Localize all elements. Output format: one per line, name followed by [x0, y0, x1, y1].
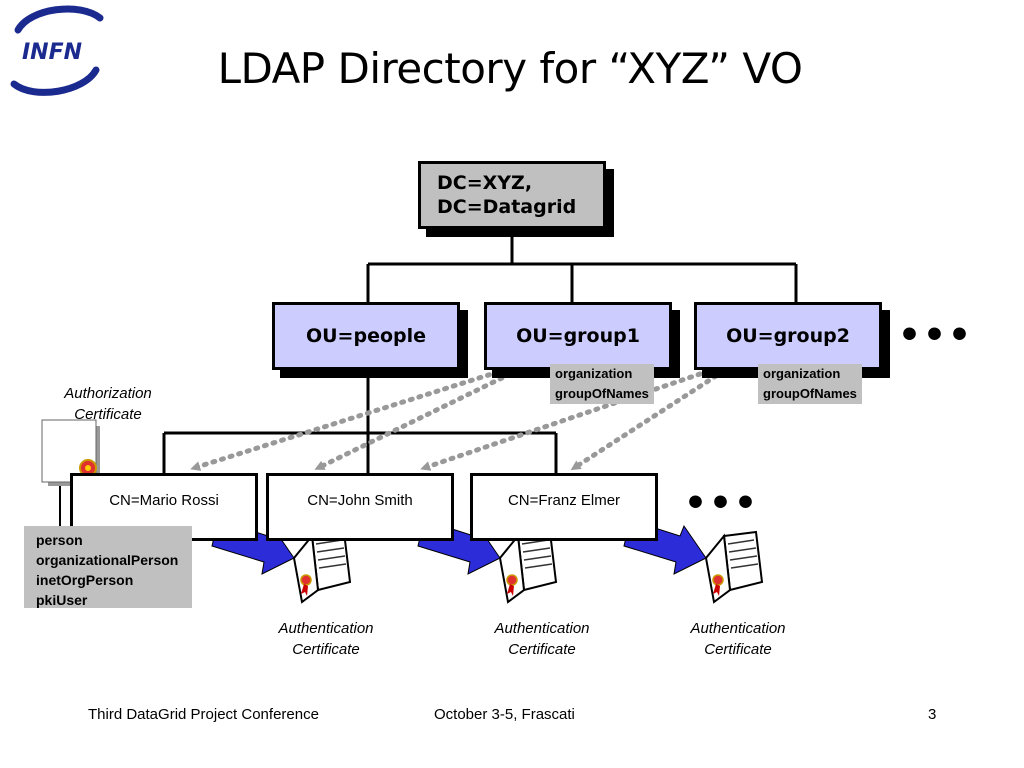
authentication-caption-2: Authentication Certificate — [478, 618, 606, 660]
ou-group2-node: OU=group2 — [694, 302, 882, 370]
authorization-caption-line: Authorization — [64, 385, 152, 402]
ou-people-node: OU=people — [272, 302, 460, 370]
person-objectclass: pkiUser — [36, 592, 88, 608]
authentication-caption-1: Authentication Certificate — [262, 618, 390, 660]
authorization-caption-line: Certificate — [74, 406, 142, 423]
group1-objectclass: groupOfNames — [555, 386, 649, 401]
authentication-caption-line: Certificate — [508, 641, 576, 658]
group2-to-john-arrow — [420, 371, 703, 471]
group1-objectclasses: organization groupOfNames — [550, 364, 654, 404]
group2-objectclasses: organization groupOfNames — [758, 364, 862, 404]
cn-franz-elmer-node: CN=Franz Elmer — [470, 473, 658, 541]
authentication-certificate-icon-2 — [498, 530, 558, 604]
cn-mario-rossi-label: CN=Mario Rossi — [109, 492, 219, 509]
tree-lines-root — [366, 237, 798, 302]
person-objectclass: person — [36, 532, 83, 548]
footer-page-number: 3 — [928, 706, 937, 723]
group2-objectclass: groupOfNames — [763, 386, 857, 401]
ou-people-label: OU=people — [305, 325, 427, 347]
page-title: LDAP Directory for “XYZ” VO — [217, 44, 803, 93]
group2-to-franz-arrow — [570, 373, 719, 471]
authentication-caption-line: Authentication — [278, 620, 374, 637]
person-objectclasses: person organizationalPerson inetOrgPerso… — [24, 526, 192, 608]
root-node: DC=XYZ, DC=Datagrid — [418, 161, 606, 229]
tree-lines-people — [162, 378, 558, 473]
footer-conference: Third DataGrid Project Conference — [88, 706, 319, 723]
ou-group1-label: OU=group1 — [516, 325, 640, 347]
authentication-certificate-icon-3 — [704, 530, 764, 604]
group2-objectclass: organization — [763, 366, 841, 381]
authentication-caption-3: Authentication Certificate — [674, 618, 802, 660]
authorization-caption: Authorization Certificate — [42, 383, 174, 425]
authentication-certificate-icon-1 — [292, 530, 352, 604]
membership-arrows — [190, 369, 719, 471]
group1-objectclass: organization — [555, 366, 633, 381]
person-objectclass: organizationalPerson — [36, 552, 179, 568]
authentication-caption-line: Authentication — [494, 620, 590, 637]
cn-john-smith-label: CN=John Smith — [307, 492, 413, 509]
ou-ellipsis: ••• — [898, 315, 974, 356]
authentication-caption-line: Certificate — [704, 641, 772, 658]
ou-group2-label: OU=group2 — [726, 325, 850, 347]
person-objectclass: inetOrgPerson — [36, 572, 134, 588]
infn-logo-icon — [10, 5, 104, 96]
root-line-1: DC=XYZ, — [437, 172, 533, 194]
logo-text: INFN — [22, 40, 83, 65]
group1-to-john-arrow — [314, 371, 513, 471]
authentication-caption-line: Certificate — [292, 641, 360, 658]
ou-group1-node: OU=group1 — [484, 302, 672, 370]
cn-john-smith-node: CN=John Smith — [266, 473, 454, 541]
authentication-caption-line: Authentication — [690, 620, 786, 637]
cn-franz-elmer-label: CN=Franz Elmer — [507, 492, 621, 509]
root-line-2: DC=Datagrid — [437, 196, 577, 218]
group1-to-mario-arrow — [190, 369, 501, 471]
people-ellipsis: ••• — [684, 483, 760, 524]
footer-date: October 3-5, Frascati — [434, 706, 575, 723]
